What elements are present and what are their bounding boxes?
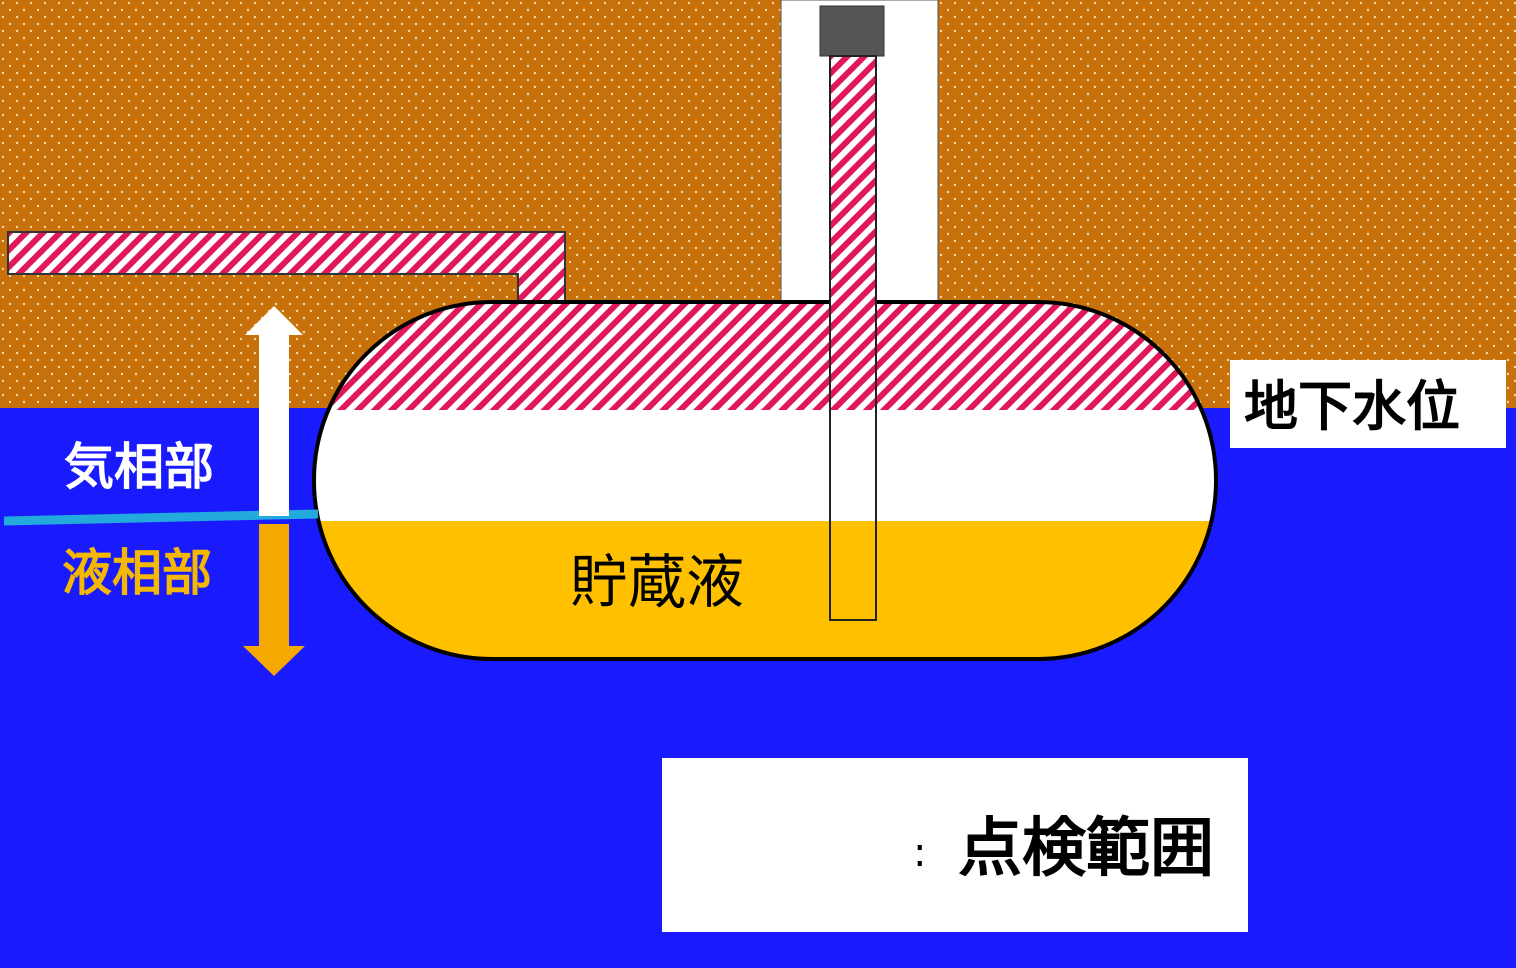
stored-liquid-label: 貯蔵液 (570, 548, 745, 616)
gas-phase-label: 気相部 (64, 438, 214, 496)
groundwater-label-box (1230, 360, 1506, 448)
legend-inspection-range-label: 点検範囲 (958, 812, 1214, 886)
tank-interior (314, 302, 1216, 659)
gauge-cap (819, 5, 885, 57)
gauge-tube-hatched (830, 56, 876, 410)
tank-gas-hatched-zone (314, 302, 1216, 410)
tank-shell (312, 300, 1218, 661)
liquid-phase-arrow (243, 524, 305, 676)
gas-phase-arrow (245, 306, 303, 516)
legend-box (662, 758, 1248, 932)
legend-separator: : (913, 830, 927, 876)
groundwater-level-label: 地下水位 (1244, 375, 1460, 438)
gauge-tube-outline (829, 55, 877, 621)
gauge-tube-liquid (834, 521, 876, 620)
tank-stored-liquid (314, 521, 1216, 659)
liquid-phase-label: 液相部 (62, 544, 212, 602)
gauge-tube-gas (834, 410, 876, 521)
